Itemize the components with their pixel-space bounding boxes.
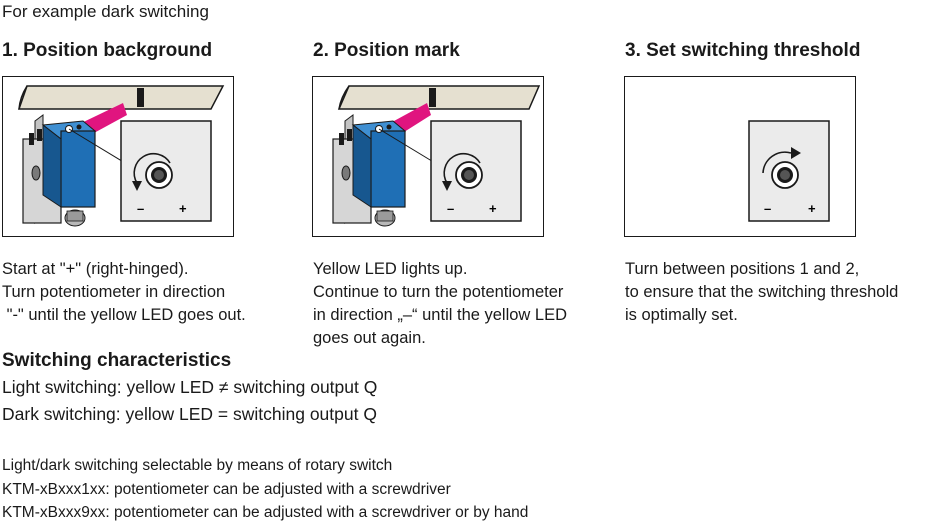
mark [137,88,144,107]
step-2-title: 2. Position mark [313,40,460,61]
svg-text:–: – [447,201,454,216]
svg-text:–: – [764,201,771,216]
step-1-caption: Start at "+" (right-hinged). Turn potent… [2,260,246,324]
note-ktm-1xx: KTM-xBxxx1xx: potentiometer can be adjus… [2,481,451,498]
svg-text:+: + [179,201,187,216]
background-strip [17,85,225,110]
step-2-illustration: – + [312,76,544,237]
step-2-caption: Yellow LED lights up. Continue to turn t… [313,260,568,347]
potentiometer-panel: – + [430,120,522,222]
sensor-icon [332,114,407,227]
svg-text:+: + [489,201,497,216]
mark [429,88,436,107]
step-1-title: 1. Position background [2,40,213,61]
note-ktm-9xx: KTM-xBxxx9xx: potentiometer can be adjus… [2,504,529,521]
characteristics-title: Switching characteristics [2,350,232,371]
background-strip [337,85,541,110]
dark-switching-line: Dark switching: yellow LED = switching o… [2,404,377,424]
step-3-illustration: – + [624,76,856,237]
note-rotary-switch: Light/dark switching selectable by means… [2,457,393,474]
intro-text: For example dark switching [2,2,209,21]
step-3-title: 3. Set switching threshold [625,40,861,61]
step-1-illustration: – + [2,76,234,237]
light-switching-line: Light switching: yellow LED ≠ switching … [2,377,378,397]
potentiometer-panel: – + [120,120,212,222]
step-3-caption: Turn between positions 1 and 2, to ensur… [625,260,899,324]
svg-text:+: + [808,201,816,216]
sensor-icon [22,114,97,227]
svg-text:–: – [137,201,144,216]
potentiometer-panel: – + [748,120,830,222]
